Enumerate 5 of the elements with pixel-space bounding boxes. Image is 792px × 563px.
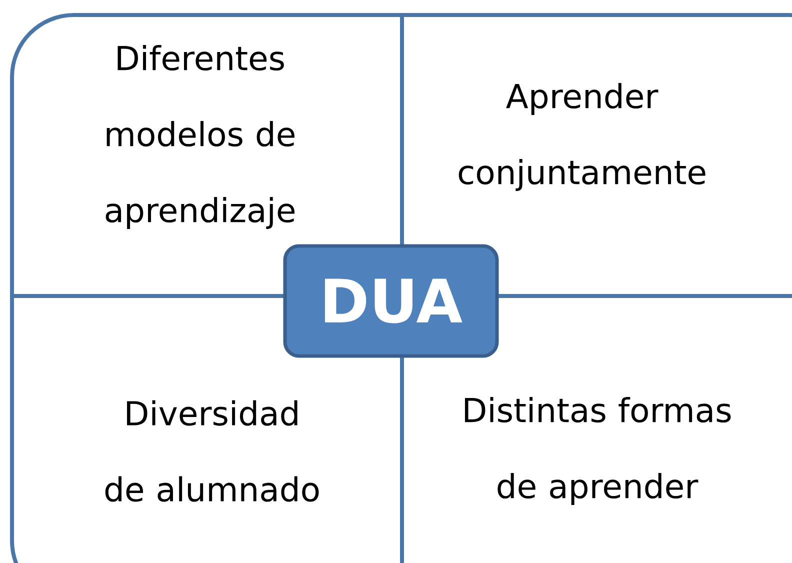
quadrant-text: Aprender conjuntamente: [458, 83, 706, 191]
quadrant-text: Diferentes modelos de aprendizaje: [106, 45, 294, 229]
quadrant-text: Distintas formas de aprender: [464, 397, 731, 505]
center-box: DUA: [283, 244, 499, 358]
quadrant-text: Diversidad de alumnado: [105, 400, 319, 502]
